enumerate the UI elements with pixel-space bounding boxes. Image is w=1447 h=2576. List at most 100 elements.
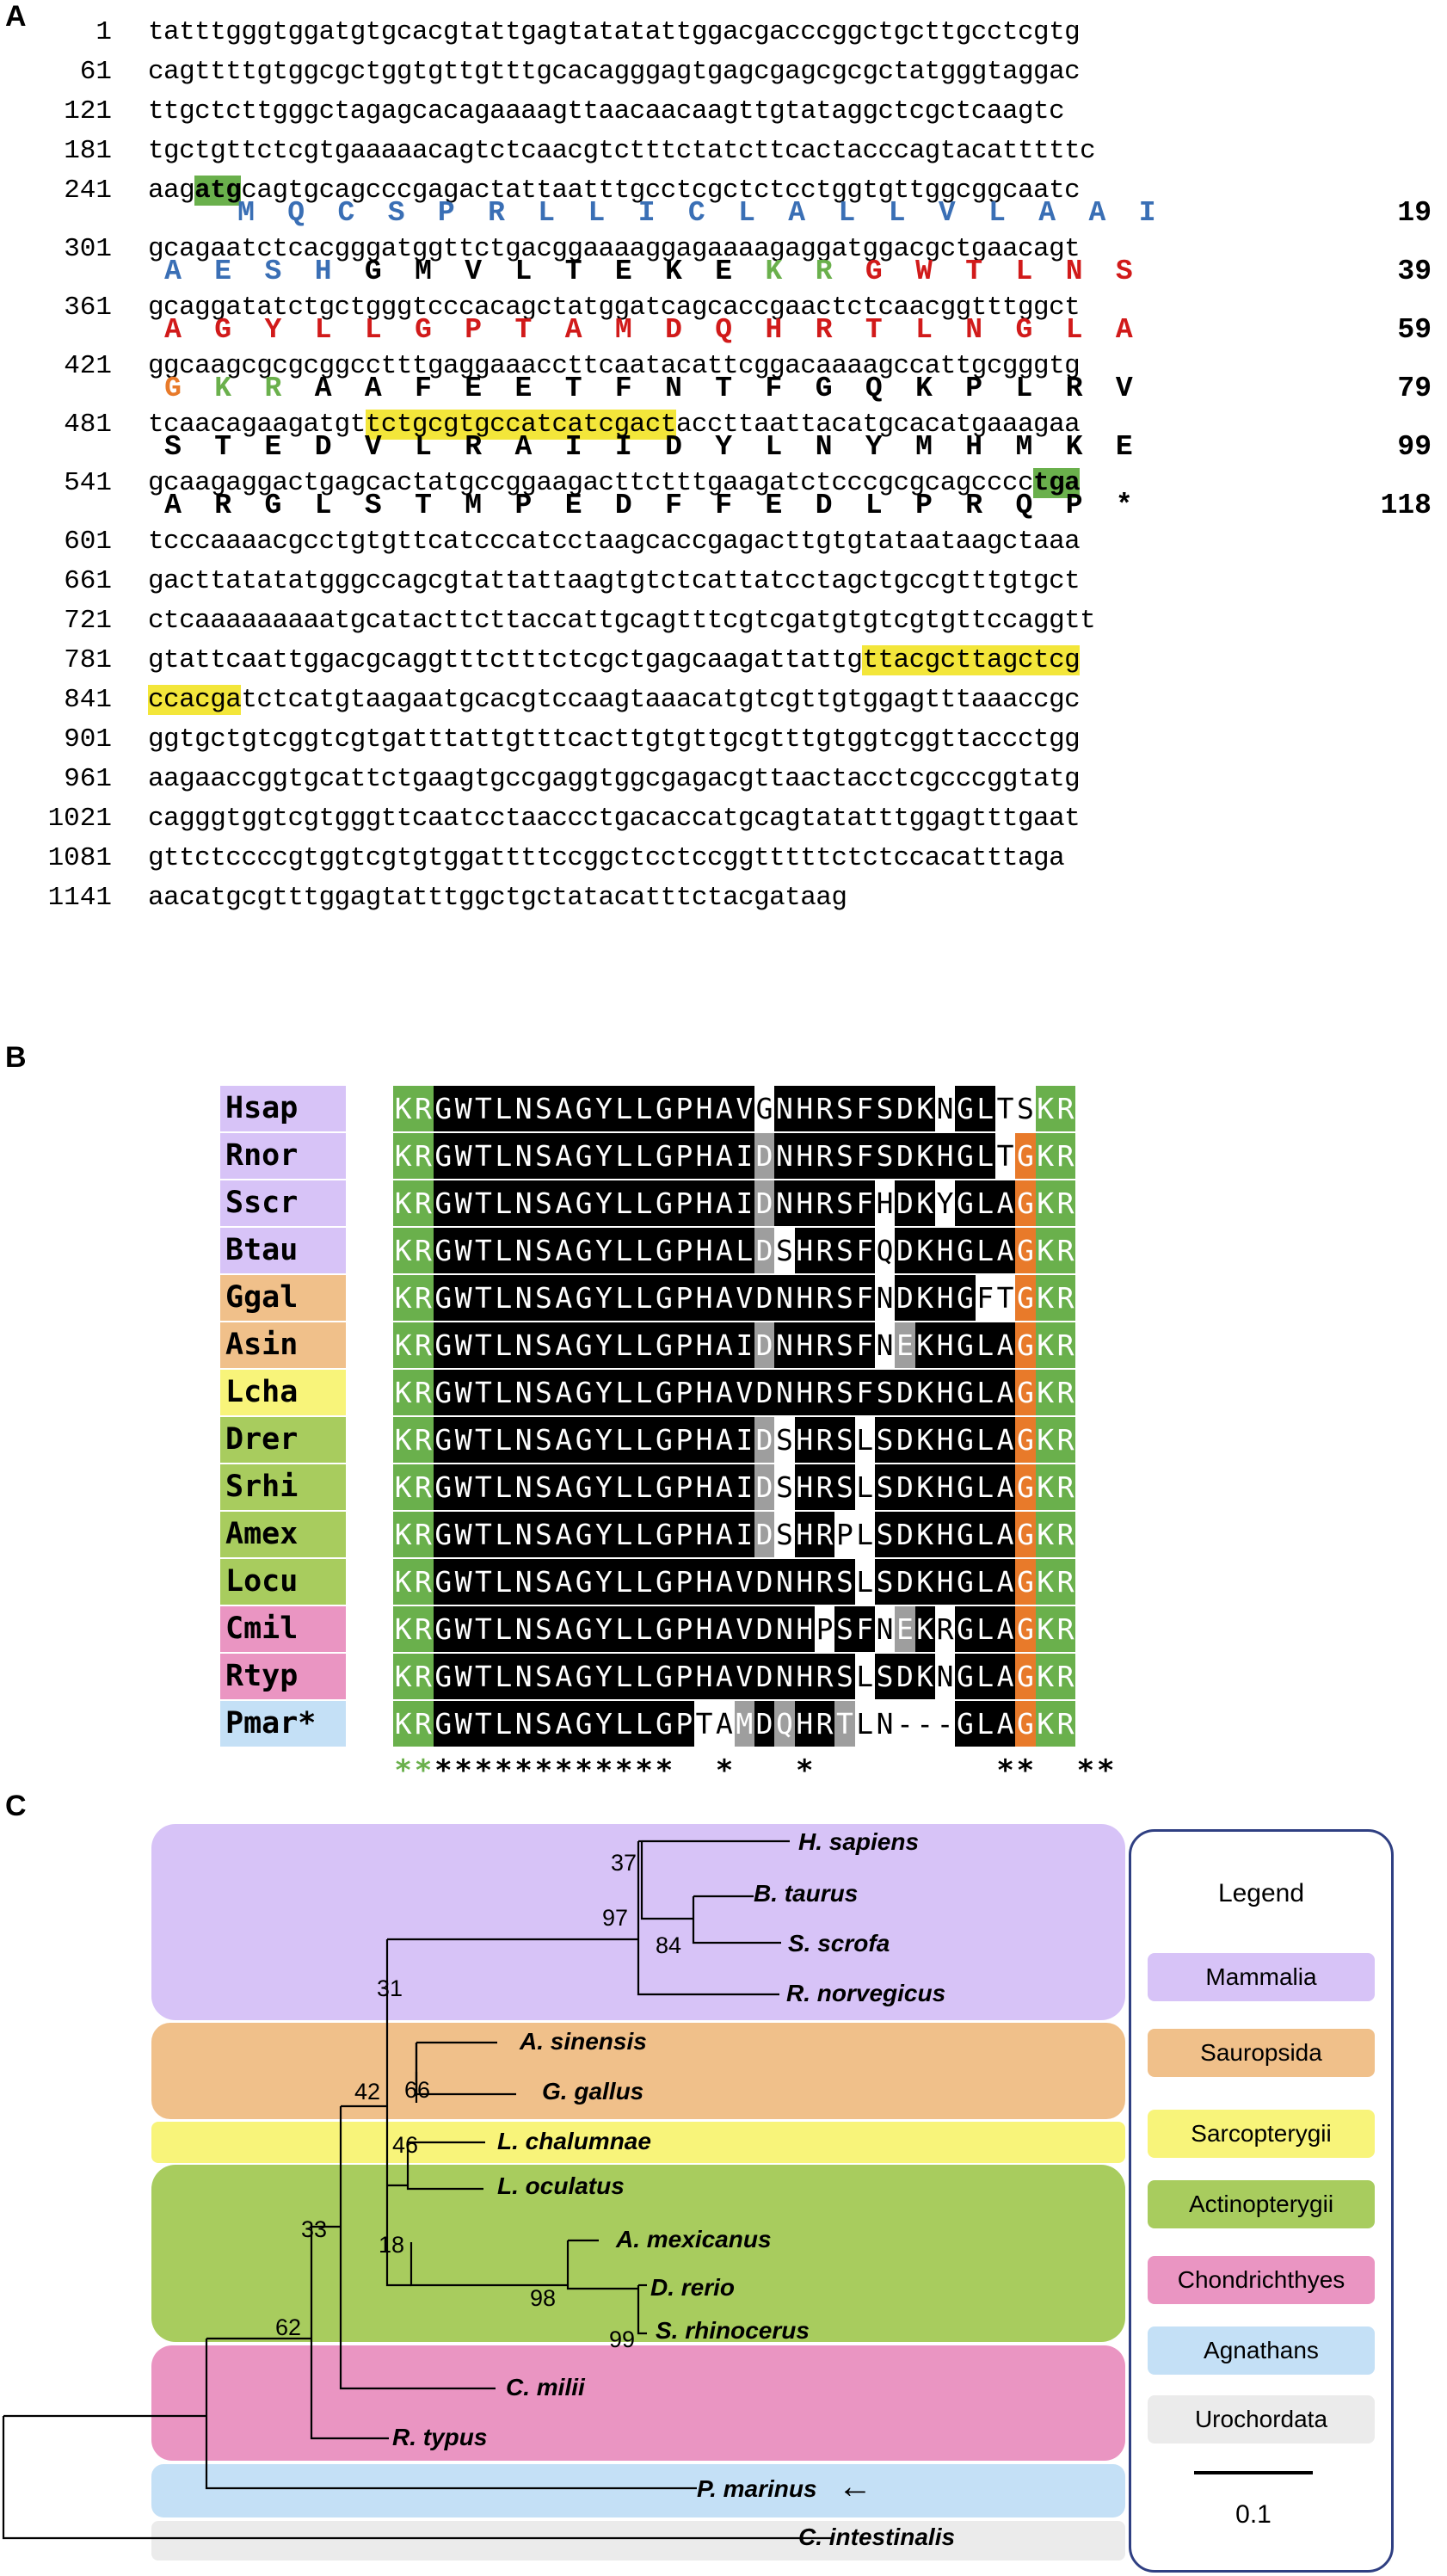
amino-acid: M [237,197,255,229]
alignment-residue: W [453,1086,474,1131]
alignment-residue: A [553,1228,574,1273]
legend-title: Legend [1217,1879,1305,1907]
species-label: Locu [220,1559,346,1605]
alignment-residue: A [714,1559,735,1605]
alignment-residue: S [834,1464,855,1510]
arrow-icon: ← [838,2468,872,2505]
alignment-residue: N [513,1654,534,1699]
amino-acid: L [314,314,332,346]
alignment-residue: L [975,1086,995,1131]
alignment-residue: G [1015,1512,1036,1557]
alignment-residue: A [994,1701,1016,1747]
alignment-residue: H [693,1370,715,1415]
alignment-residue: I [734,1464,754,1510]
amino-acid: L [1015,256,1033,287]
alignment-residue: N [934,1086,956,1131]
alignment-residue: Y [594,1228,614,1273]
amino-acid: I [614,431,632,463]
amino-acid: L [888,197,906,229]
alignment-residue: G [1015,1417,1036,1463]
alignment-residue: R [814,1512,835,1557]
taxon-label: L. oculatus [497,2172,625,2199]
amino-acid: L [588,197,606,229]
alignment-residue: P [674,1086,694,1131]
alignment-residue: H [874,1180,896,1226]
alignment-residue: H [934,1370,956,1415]
alignment-residue: S [533,1512,554,1557]
line-number: 1021 [47,804,112,834]
amino-acid: D [815,490,833,521]
residue-number: 39 [1397,256,1432,287]
alignment-residue: G [955,1606,976,1652]
alignment-residue: K [914,1228,935,1273]
amino-acid: L [865,490,883,521]
band-chondrichthyes [151,2345,1125,2461]
alignment-residue: G [1015,1606,1036,1652]
alignment-residue: A [994,1464,1016,1510]
alignment-residue: R [413,1417,434,1463]
alignment-residue: S [874,1654,896,1699]
alignment-residue: W [453,1512,474,1557]
alignment-residue: P [674,1559,694,1605]
alignment-residue: R [814,1228,835,1273]
alignment-residue: A [994,1228,1016,1273]
amino-acid: W [915,256,933,287]
alignment-residue: S [834,1322,855,1368]
amino-acid: D [614,490,632,521]
bootstrap-value: 33 [301,2216,328,2242]
alignment-residue: N [774,1654,795,1699]
alignment-residue: A [553,1322,574,1368]
alignment-residue: G [573,1275,594,1321]
alignment-residue: L [633,1180,655,1226]
alignment-residue: L [854,1654,875,1699]
alignment-residue: R [814,1370,835,1415]
amino-acid: I [637,197,656,229]
alignment-residue: K [914,1654,935,1699]
line-number: 601 [64,527,112,557]
scale-bar [1194,2471,1313,2474]
alignment-residue: Y [934,1180,956,1226]
alignment-residue: A [714,1606,735,1652]
alignment-residue: R [814,1701,835,1747]
alignment-residue: A [553,1654,574,1699]
alignment-residue: A [994,1654,1016,1699]
alignment-residue: K [393,1275,414,1321]
amino-acid: F [765,373,783,404]
species-label: Amex [220,1512,346,1557]
alignment-residue: Q [774,1701,795,1747]
amino-acid: C [337,197,355,229]
nucleotide-sequence: ggtgctgtcggtcgtgatttattgtttcacttgtgttgcg… [148,724,1081,755]
residue-number: 79 [1397,373,1432,404]
amino-acid: G [815,373,833,404]
alignment-residue: K [393,1701,414,1747]
alignment-residue: L [493,1701,514,1747]
line-number: 901 [64,724,112,755]
alignment-residue: L [633,1417,655,1463]
conservation-star: * [996,1753,1014,1788]
nucleotide-sequence: aagatgcagtgcagcccgagactattaatttgcctcgctc… [148,176,1081,206]
alignment-residue: K [393,1370,414,1415]
alignment-residue: G [433,1370,453,1415]
alignment-residue: N [934,1654,956,1699]
alignment-residue: K [1035,1701,1056,1747]
amino-acid: R [214,490,232,521]
bootstrap-value: 98 [530,2285,557,2311]
alignment-residue: G [573,1086,594,1131]
conservation-star: * [1096,1753,1115,1788]
alignment-residue: G [573,1701,594,1747]
alignment-residue: H [693,1133,715,1179]
line-number: 661 [64,566,112,596]
alignment-residue: G [433,1180,453,1226]
alignment-residue: G [433,1228,453,1273]
alignment-residue: G [433,1086,453,1131]
alignment-residue: G [955,1275,976,1321]
amino-acid: P [915,490,933,521]
alignment-residue: D [754,1370,775,1415]
alignment-residue: G [955,1180,976,1226]
alignment-residue: G [1015,1559,1036,1605]
alignment-residue: S [774,1228,795,1273]
alignment-residue: G [1015,1464,1036,1510]
nucleotide-sequence: ggcaagcgcgcggcctttgaggaaaccttcaatacattcg… [148,351,1081,381]
amino-acid: A [1088,197,1106,229]
alignment-residue: G [654,1701,674,1747]
